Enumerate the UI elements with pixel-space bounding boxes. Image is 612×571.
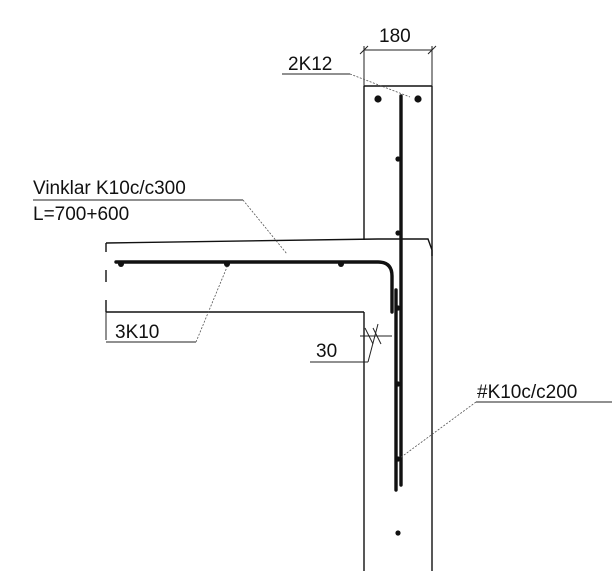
wall-width-label: 180 [379,26,411,47]
wall-bar-dot-6 [395,530,401,536]
wall-bar-dot-1 [395,156,401,162]
slab-outline [105,238,433,340]
stirrups-label-line2: L=700+600 [33,204,129,225]
wall-width-dimension [359,45,437,86]
stirrups-label-line1: Vinklar K10c/c300 [33,178,186,199]
cover-label: 30 [316,341,337,362]
slab-bars-leader [195,266,228,343]
slab-bar-dot-1 [118,261,124,267]
wall-bar-dot-3 [395,305,401,311]
wall-bar-dot-4 [395,381,401,387]
top-bars-leader [349,73,411,98]
wall-bar-dot-5 [395,456,401,462]
slab-bars-label: 3K10 [115,322,159,343]
wall-outline [363,85,433,571]
rebar-dots [118,95,422,536]
wall-mesh-label: #K10c/c200 [477,382,577,403]
wall-mesh-leader [399,401,477,459]
top-bar-dot-left [374,95,382,103]
slab-bar-dot-2 [224,261,230,267]
top-bars-label: 2K12 [288,54,332,75]
top-bar-dot-right [414,95,422,103]
stirrups-leader [242,199,288,255]
cover-dimension [310,323,392,363]
slab-bar-dot-3 [338,261,344,267]
wall-bar-dot-2 [395,230,401,236]
slab-l-bar [114,260,394,314]
